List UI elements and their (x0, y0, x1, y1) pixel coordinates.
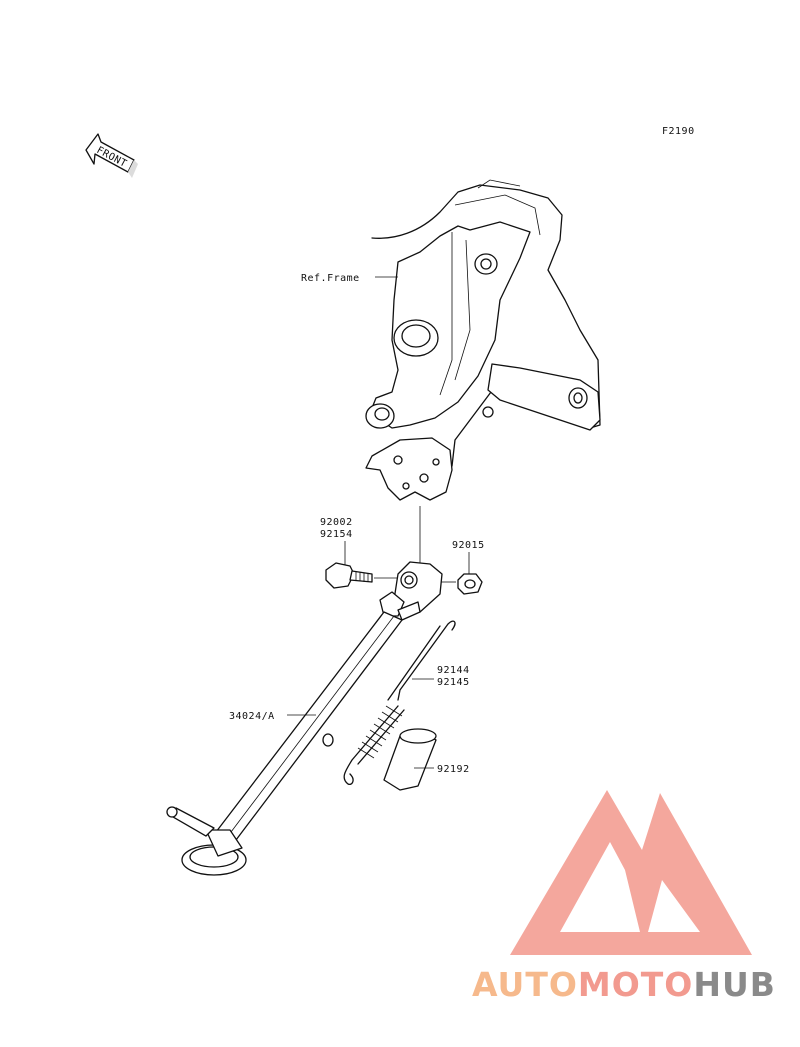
callout-bolt-b: 92154 (320, 529, 353, 540)
callout-nut: 92015 (452, 540, 485, 551)
callout-spring-a: 92144 (437, 665, 470, 676)
figure-code: F2190 (662, 126, 695, 137)
callout-spring-b: 92145 (437, 677, 470, 688)
nut-part (457, 573, 483, 595)
watermark-logo: AUTOMOTOHUB (472, 790, 776, 1004)
svg-text:AUTOMOTOHUB: AUTOMOTOHUB (472, 965, 776, 1004)
front-arrow-icon: FRONT (85, 133, 138, 178)
spring-part (343, 620, 456, 786)
bolt-part (325, 562, 373, 589)
frame-drawing (365, 179, 601, 501)
side-stand-part (166, 561, 443, 876)
callout-bolt-a: 92002 (320, 517, 353, 528)
watermark-hub: HUB (693, 965, 776, 1004)
sleeve-part (383, 728, 437, 791)
watermark-triangle-icon (510, 790, 752, 955)
callout-ref-frame: Ref.Frame (301, 273, 360, 284)
callout-sleeve: 92192 (437, 764, 470, 775)
watermark-moto: MOTO (578, 965, 693, 1004)
callout-stand: 34024/A (229, 711, 275, 722)
watermark-auto: AUTO (472, 965, 578, 1004)
